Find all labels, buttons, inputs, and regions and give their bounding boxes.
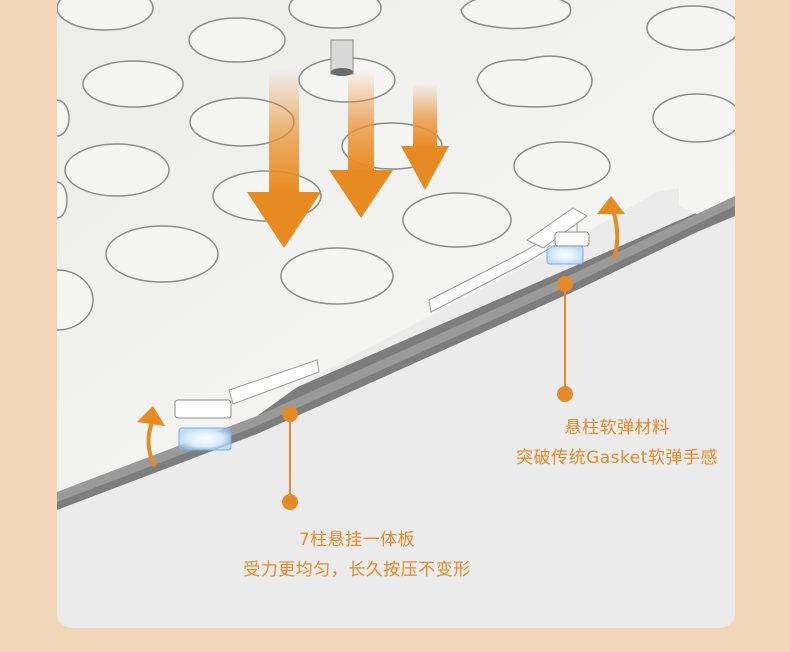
pressure-arrow-icon bbox=[247, 70, 449, 248]
callout-right-desc: 突破传统Gasket软弹手感 bbox=[516, 448, 718, 468]
product-panel: 悬柱软弹材料 突破传统Gasket软弹手感 7柱悬挂一体板 受力更均匀，长久按压… bbox=[57, 0, 735, 628]
callout-right: 悬柱软弹材料 突破传统Gasket软弹手感 bbox=[457, 413, 735, 473]
callout-left-title: 7柱悬挂一体板 bbox=[298, 530, 416, 550]
gasket-post-icon bbox=[330, 39, 354, 76]
callout-right-title: 悬柱软弹材料 bbox=[564, 418, 670, 438]
keyboard-plate-illustration bbox=[57, 0, 735, 510]
gasket-strip-left bbox=[174, 359, 320, 451]
callout-pin-icon bbox=[282, 276, 573, 510]
callout-left: 7柱悬挂一体板 受力更均匀，长久按压不变形 bbox=[197, 525, 517, 585]
callout-left-desc: 受力更均匀，长久按压不变形 bbox=[243, 560, 471, 580]
gasket-strip-right bbox=[428, 207, 590, 313]
